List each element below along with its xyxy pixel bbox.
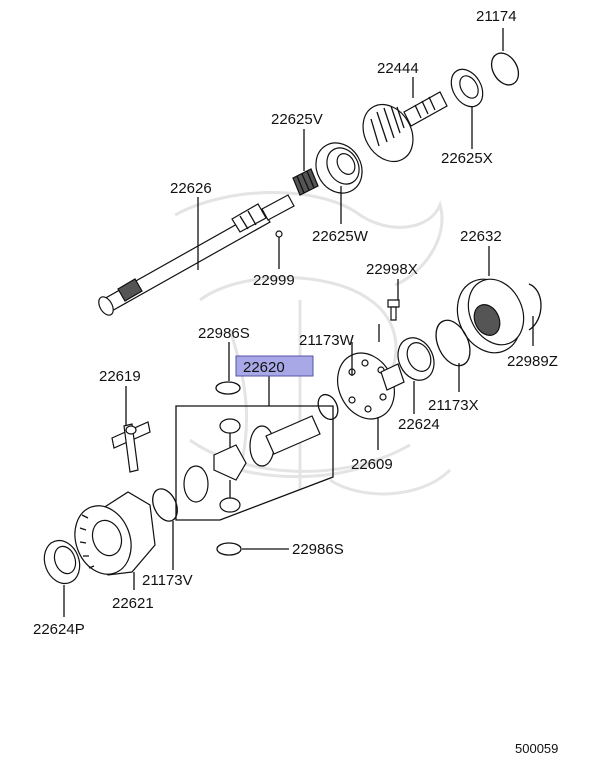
label-21173W[interactable]: 21173W [299,332,355,349]
label-22624P[interactable]: 22624P [33,621,85,638]
bearing-22624[interactable] [391,332,440,386]
label-22998X[interactable]: 22998X [366,261,418,278]
o-ring-21173X[interactable] [429,315,476,371]
differential-kit-box[interactable] [175,405,334,521]
ball-22999[interactable] [275,230,283,238]
flange-case[interactable] [327,344,405,428]
label-21174[interactable]: 21174 [476,8,517,25]
label-22621[interactable]: 22621 [112,595,154,612]
helical-gear[interactable] [353,91,448,170]
washer-22986S-bottom[interactable] [216,542,242,556]
snap-ring-right[interactable] [528,283,542,331]
label-22619[interactable]: 22619 [99,368,141,385]
label-22626[interactable]: 22626 [170,180,212,197]
snap-ring-top[interactable] [486,48,524,89]
label-22620[interactable]: 22620 [243,359,285,376]
label-22632[interactable]: 22632 [460,228,502,245]
label-22625W[interactable]: 22625W [312,228,369,245]
main-shaft[interactable] [96,194,295,318]
diagram-code: 500059 [515,741,558,756]
o-ring-21173V[interactable] [148,485,182,525]
leader-lines [63,28,534,617]
label-22444[interactable]: 22444 [377,60,419,77]
label-21173V[interactable]: 21173V [142,572,193,589]
o-ring-21173W[interactable] [314,391,341,422]
bolt[interactable] [387,299,400,321]
label-22986S-top[interactable]: 22986S [198,325,250,342]
label-22625V[interactable]: 22625V [271,111,323,128]
needle-bearing[interactable] [292,168,319,196]
bearing-w[interactable] [307,134,371,201]
label-22986S-bottom[interactable]: 22986S [292,541,344,558]
differential-internals [183,415,321,513]
ring-gear-case[interactable] [66,491,156,582]
housing-cover[interactable] [446,269,534,363]
label-21173X[interactable]: 21173X [428,397,479,414]
part-labels: 21174 22444 22625V 22625X 22626 22625W 2… [33,8,558,756]
label-22989Z[interactable]: 22989Z [507,353,558,370]
label-22609[interactable]: 22609 [351,456,393,473]
bearing-22624P[interactable] [39,536,86,589]
label-22624[interactable]: 22624 [398,416,440,433]
bearing-x[interactable] [445,64,489,113]
label-22625X[interactable]: 22625X [441,150,493,167]
washer-22986S-top[interactable] [215,381,241,395]
label-22999[interactable]: 22999 [253,272,295,289]
part-22620-highlight [235,355,314,377]
pinion-22619[interactable] [111,421,151,473]
